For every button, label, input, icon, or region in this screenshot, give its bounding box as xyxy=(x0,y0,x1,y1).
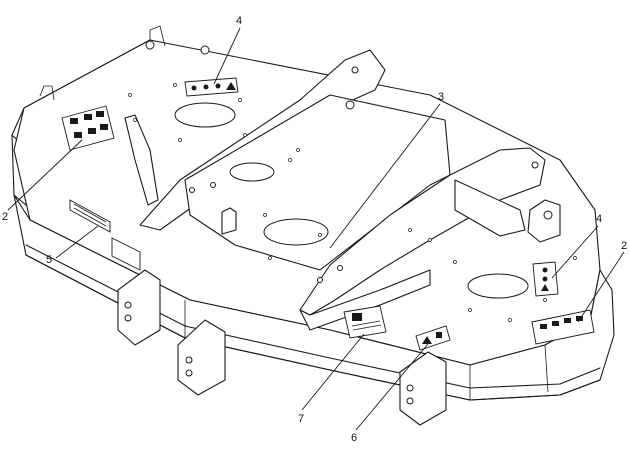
decal-2-right xyxy=(531,309,595,345)
callout-4-top: 4 xyxy=(236,15,242,27)
callout-6: 6 xyxy=(351,432,357,444)
callout-2-left: 2 xyxy=(2,211,8,223)
decal-5-skirt xyxy=(69,199,141,271)
decal-4-top xyxy=(184,77,239,97)
decal-4-right xyxy=(532,261,559,297)
callout-4-right: 4 xyxy=(596,213,602,225)
leader-5 xyxy=(55,225,99,259)
leader-4-top xyxy=(213,27,241,85)
leader-3 xyxy=(329,103,441,249)
callout-7: 7 xyxy=(298,413,304,425)
decal-7 xyxy=(343,305,387,339)
decals xyxy=(61,77,595,351)
deck-fastener-holes xyxy=(128,83,577,322)
decal-6 xyxy=(415,325,451,351)
leader-2-right xyxy=(577,251,625,323)
callout-5: 5 xyxy=(46,254,52,266)
callout-2-right: 2 xyxy=(621,240,627,252)
leader-2-left xyxy=(7,139,83,211)
leader-7 xyxy=(301,333,365,411)
leader-lines xyxy=(7,27,625,431)
deck-frame xyxy=(124,40,561,331)
decal-2-left xyxy=(61,105,115,151)
leader-4-right xyxy=(551,225,599,279)
front-bumpers xyxy=(117,269,447,426)
callout-labels: 4 3 2 5 4 2 7 6 xyxy=(2,15,627,444)
callout-3: 3 xyxy=(438,91,444,103)
leader-6 xyxy=(355,343,429,431)
spindle-openings xyxy=(174,102,529,299)
